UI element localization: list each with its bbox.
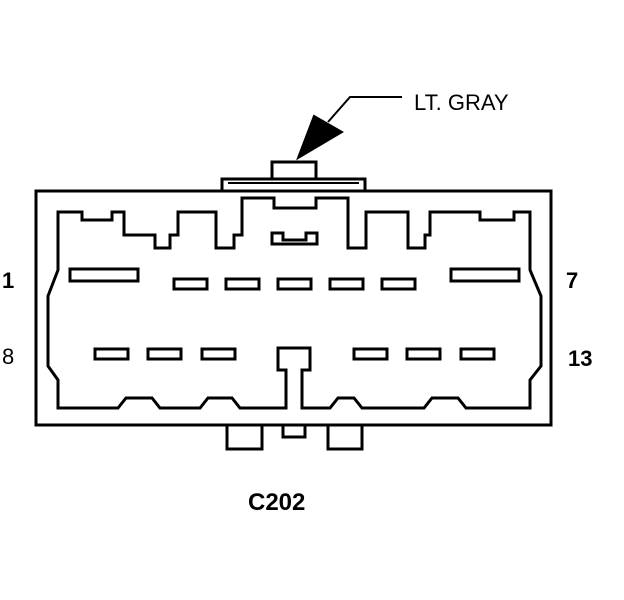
color-callout-label: LT. GRAY <box>414 90 509 115</box>
connector-housing-outer <box>34 189 553 427</box>
pin-label-1: 1 <box>2 268 14 293</box>
callout-arrowhead <box>296 114 344 161</box>
terminal-8 <box>93 347 130 361</box>
terminal-1 <box>68 267 140 283</box>
connector-inner-cavity <box>46 196 543 410</box>
pin-label-8: 8 <box>2 344 14 369</box>
terminal-7 <box>449 267 521 283</box>
callout-leader-line <box>327 96 402 123</box>
connector-id-label: C202 <box>248 489 305 516</box>
pin-label-7: 7 <box>566 268 578 293</box>
terminal-9 <box>146 347 183 361</box>
connector-lock-tab <box>220 177 367 191</box>
terminal-6 <box>380 277 417 291</box>
terminal-10 <box>200 347 237 361</box>
terminal-12 <box>405 347 442 361</box>
mount-tab-center <box>281 425 307 439</box>
terminal-13 <box>459 347 496 361</box>
terminal-2 <box>172 277 209 291</box>
terminal-5 <box>328 277 365 291</box>
lock-tab-button <box>270 160 318 181</box>
terminal-11 <box>352 347 389 361</box>
mount-tab-left <box>225 425 264 451</box>
mount-tab-right <box>326 425 364 451</box>
pin-label-13: 13 <box>568 346 592 371</box>
terminal-4 <box>276 277 313 291</box>
terminal-3 <box>224 277 261 291</box>
